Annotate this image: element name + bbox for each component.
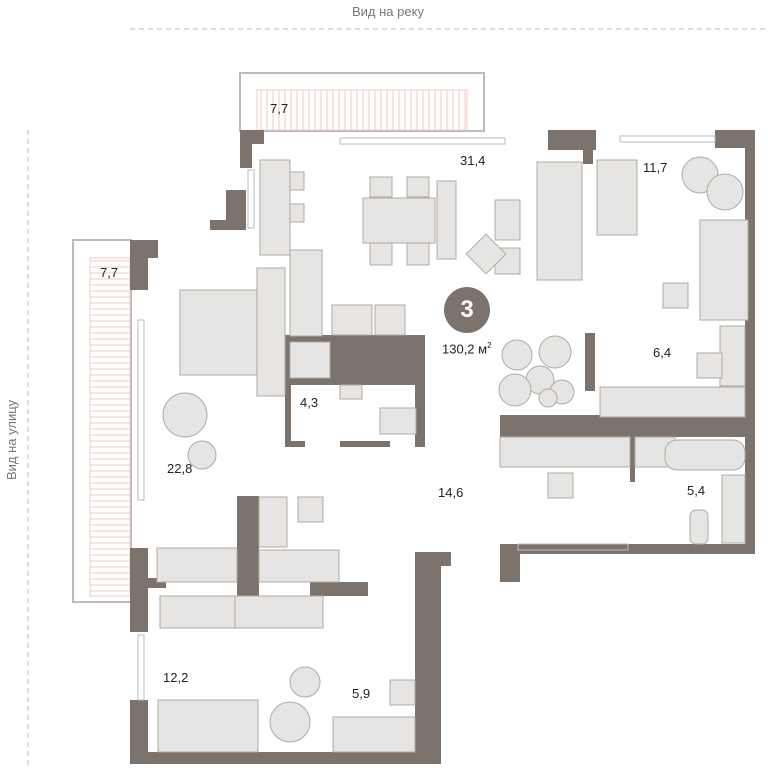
room-area-bedroom-top-right: 11,7 bbox=[643, 160, 668, 175]
room-area-bathroom-right: 5,4 bbox=[687, 483, 706, 498]
room-area-dressing-bottom: 5,9 bbox=[352, 686, 371, 701]
total-area: 130,2 м2 bbox=[442, 341, 492, 356]
room-area-master-bedroom: 22,8 bbox=[167, 461, 193, 476]
room-area-dressing-right: 6,4 bbox=[653, 345, 672, 360]
room-area-bedroom-bottom-left: 12,2 bbox=[163, 670, 189, 685]
total-area-value: 130,2 м bbox=[442, 341, 488, 357]
room-area-living-kitchen: 31,4 bbox=[460, 153, 486, 168]
balcony-left bbox=[72, 239, 132, 603]
room-area-balcony-top: 7,7 bbox=[270, 101, 289, 116]
view-river-label: Вид на реку bbox=[352, 4, 424, 19]
rooms-count: 3 bbox=[460, 296, 474, 323]
rooms-count-badge: 3 bbox=[444, 287, 490, 333]
room-area-balcony-left: 7,7 bbox=[100, 265, 119, 280]
area-unit-superscript: 2 bbox=[487, 341, 492, 350]
view-street-label: Вид на улицу bbox=[4, 399, 19, 480]
balcony-top bbox=[239, 72, 485, 132]
furniture bbox=[156, 159, 749, 753]
room-area-bathroom-small: 4,3 bbox=[300, 395, 319, 410]
windows bbox=[137, 135, 716, 701]
room-area-hall: 14,6 bbox=[438, 485, 464, 500]
round-furniture bbox=[162, 156, 744, 743]
